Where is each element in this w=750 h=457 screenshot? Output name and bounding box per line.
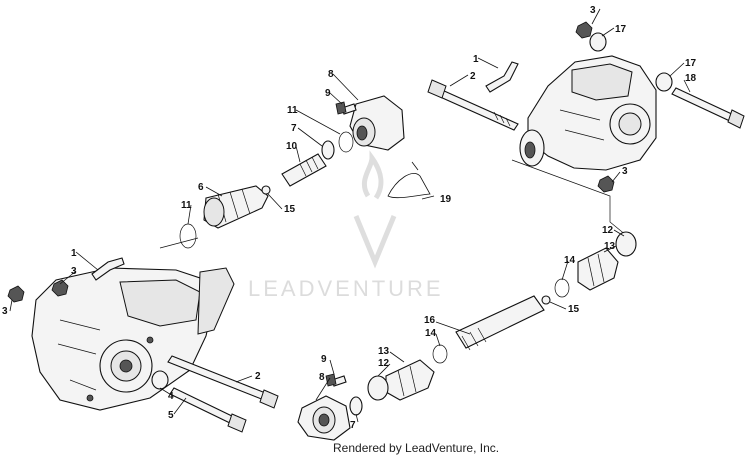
bushing-front xyxy=(151,370,169,390)
flange-housing-upper xyxy=(349,95,405,151)
nut-upper-left xyxy=(51,279,69,297)
callout-14-upper: 14 xyxy=(564,255,576,266)
callout-15-lower: 15 xyxy=(568,304,580,315)
callout-16: 16 xyxy=(424,315,436,326)
breather-hose-top xyxy=(485,61,519,93)
callout-12-upper: 12 xyxy=(602,225,614,236)
callout-11-left: 11 xyxy=(181,200,192,211)
clamp-12-upper xyxy=(615,231,637,257)
stub-shaft xyxy=(281,153,327,187)
bolt-front-upper xyxy=(167,355,279,409)
callout-12-lower: 12 xyxy=(378,358,390,369)
callout-4: 4 xyxy=(168,391,174,402)
nut-top xyxy=(575,21,593,39)
callout-15-upper: 15 xyxy=(284,204,296,215)
seal-upper xyxy=(321,140,335,160)
clip-19 xyxy=(387,161,431,199)
bushing-15-lower xyxy=(541,295,551,305)
bushing-top xyxy=(589,32,607,52)
callout-3-diff: 3 xyxy=(622,166,628,177)
callouts: 3 17 1 2 17 18 3 8 9 11 7 10 6 11 15 19 … xyxy=(2,5,697,431)
callout-19: 19 xyxy=(440,194,452,205)
callout-1-left: 1 xyxy=(71,248,77,259)
rear-differential xyxy=(519,55,657,171)
render-credit: Rendered by LeadVenture, Inc. xyxy=(333,441,499,455)
callout-10: 10 xyxy=(286,141,298,152)
callout-8-lower: 8 xyxy=(319,372,325,383)
callout-13-upper: 13 xyxy=(604,241,616,252)
callout-2-top: 2 xyxy=(470,71,476,82)
callout-9-lower: 9 xyxy=(321,354,327,365)
routing-lines xyxy=(159,159,633,249)
callout-5: 5 xyxy=(168,410,174,421)
callout-18: 18 xyxy=(685,73,697,84)
callout-7-upper: 7 xyxy=(291,123,297,134)
clamp-14-lower xyxy=(432,344,448,364)
callout-17-top: 17 xyxy=(615,24,627,35)
callout-3-upper-left: 3 xyxy=(71,266,77,277)
callout-11-upper: 11 xyxy=(287,105,298,116)
cv-boot-lower-left xyxy=(385,359,435,401)
callout-9-upper: 9 xyxy=(325,88,331,99)
watermark-brand: LEADVENTURE xyxy=(248,276,444,301)
clamp-14-upper xyxy=(554,278,570,298)
clamp-12-lower xyxy=(367,375,389,401)
callout-3-left: 3 xyxy=(2,306,8,317)
nut-diff-bottom xyxy=(597,175,615,193)
front-gearcase xyxy=(31,267,235,411)
watermark-flame-logo xyxy=(353,150,397,269)
cv-boot-lower-right xyxy=(577,247,619,291)
bushing-right xyxy=(655,72,673,92)
callout-8-upper: 8 xyxy=(328,69,334,80)
leader-lines xyxy=(9,8,691,423)
bushing-15-upper xyxy=(261,185,271,195)
long-bolt-top xyxy=(427,79,519,131)
callout-3-top: 3 xyxy=(590,5,596,16)
axle-shaft-lower xyxy=(455,295,545,351)
watermark: LEADVENTURE xyxy=(248,150,444,301)
callout-6: 6 xyxy=(198,182,204,193)
nut-left xyxy=(7,285,25,303)
callout-17-right: 17 xyxy=(685,58,697,69)
breather-hose-left xyxy=(91,257,125,281)
cv-boot-upper xyxy=(203,185,269,229)
bolt-right xyxy=(671,87,745,129)
bolt-front-lower xyxy=(169,387,247,433)
callout-13-lower: 13 xyxy=(378,346,390,357)
seal-lower xyxy=(349,396,363,416)
callout-14-lower: 14 xyxy=(425,328,437,339)
callout-1-top: 1 xyxy=(473,54,479,65)
flange-housing-lower xyxy=(297,395,351,441)
clamp-ring-11 xyxy=(179,223,197,249)
callout-7-lower: 7 xyxy=(350,420,356,431)
bolt-9-upper xyxy=(335,101,357,115)
callout-2-front: 2 xyxy=(255,371,261,382)
snap-ring-upper xyxy=(338,131,354,153)
